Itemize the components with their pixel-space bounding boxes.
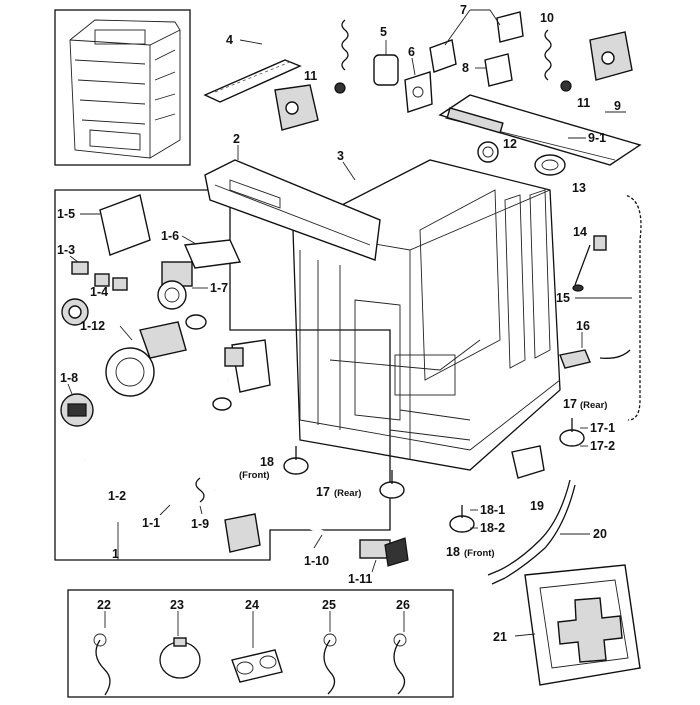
part-hose-bracket [224,339,271,393]
label-15: 15 [556,291,570,305]
label-2: 2 [233,132,240,146]
part-19-cover [511,445,545,479]
part-2-panel [204,159,381,261]
part-1-4-cap-a [94,273,110,287]
hanger-bracket-left [274,84,319,131]
part-foam-block [224,513,261,553]
label-6: 6 [408,45,415,59]
part-1-8-filter-knob [60,393,94,427]
label-11b: 11 [577,96,590,110]
part-26-clip [393,633,407,695]
part-1-5-bracket [99,194,151,256]
label-21: 21 [493,630,507,644]
part-17-rear-leg-right [559,418,585,447]
label-20: 20 [593,527,607,541]
label-5: 5 [380,25,387,39]
part-4-bracket [203,59,302,103]
part-23-tie [159,637,201,679]
spring-left [341,19,349,71]
label-1-6: 1-6 [161,229,179,243]
label-10: 10 [540,11,554,25]
part-21-bezel [524,564,641,686]
part-18-front-leg-lower [449,505,475,533]
group-1-frame [54,189,391,561]
group-22-26-frame [67,589,454,698]
part-18-front-leg-left [283,446,309,475]
spring-10 [544,29,552,81]
label-1-12: 1-12 [80,319,105,333]
inset-cabinet-view [54,9,191,166]
label-13: 13 [572,181,586,195]
label-14: 14 [573,225,587,239]
part-16-power-cord [559,349,631,369]
part-clamp [212,397,232,411]
label-17-rear-center-note: (Rear) [334,488,361,499]
part-11a-bushing [334,82,346,94]
label-1-11: 1-11 [348,572,372,586]
label-18-front-lower-note: (Front) [464,548,495,559]
part-25-clip [323,633,337,695]
label-1: 1 [112,547,119,561]
label-18-front-lower: 18 [446,545,460,559]
part-1-12-housing [105,314,207,397]
part-13-cap [534,154,566,176]
part-1-4-cap-b [112,277,128,291]
label-18-2: 18-2 [480,521,505,535]
label-25: 25 [322,598,336,612]
label-1-7: 1-7 [210,281,228,295]
label-7: 7 [460,3,467,17]
label-18-front-left: 18 [260,455,274,469]
label-1-2: 1-2 [108,489,126,503]
label-17-rear-right: 17 [563,397,577,411]
label-23: 23 [170,598,184,612]
label-12: 12 [503,137,517,151]
part-6-plate [404,71,433,113]
label-9: 9 [614,99,621,113]
part-14-damper [572,235,607,292]
label-3: 3 [337,149,344,163]
label-1-9: 1-9 [191,517,209,531]
hanger-bracket-right [589,31,633,81]
label-1-10: 1-10 [304,554,329,568]
label-19: 19 [530,499,544,513]
cabinet-assembly [292,159,561,471]
label-18-1: 18-1 [480,503,505,517]
part-20-harness [487,479,576,585]
label-4: 4 [226,33,233,47]
label-18-front-left-note: (Front) [239,470,270,481]
part-12-clamp [477,141,499,163]
part-1-9-clamp [195,477,205,503]
part-7-plate-b [496,11,524,43]
part-7-plate-a [429,39,457,73]
label-1-1: 1-1 [142,516,160,530]
label-11a: 11 [304,69,317,83]
label-17-rear-center: 17 [316,485,330,499]
label-1-8: 1-8 [60,371,78,385]
label-22: 22 [97,598,111,612]
label-1-3: 1-3 [57,243,75,257]
part-11b-bushing [560,80,572,92]
part-9-rail [438,94,642,166]
label-17-rear-right-note: (Rear) [580,400,607,411]
part-1-7-pump [157,261,193,310]
label-26: 26 [396,598,410,612]
label-16: 16 [576,319,590,333]
part-1-6-plate [183,239,242,269]
label-1-5: 1-5 [57,207,75,221]
label-1-4: 1-4 [90,285,108,299]
part-5-weight [373,40,399,86]
label-9-1: 9-1 [588,131,606,145]
label-17-2: 17-2 [590,439,615,453]
part-8-plate [484,53,513,87]
label-24: 24 [245,598,259,612]
part-24-holder [231,649,283,683]
label-8: 8 [462,61,469,75]
part-1-3-cap [71,261,89,275]
part-1-11-valve [359,537,409,567]
part-22-clip [93,633,111,696]
part-17-rear-leg-center [379,470,405,499]
label-17-1: 17-1 [590,421,615,435]
